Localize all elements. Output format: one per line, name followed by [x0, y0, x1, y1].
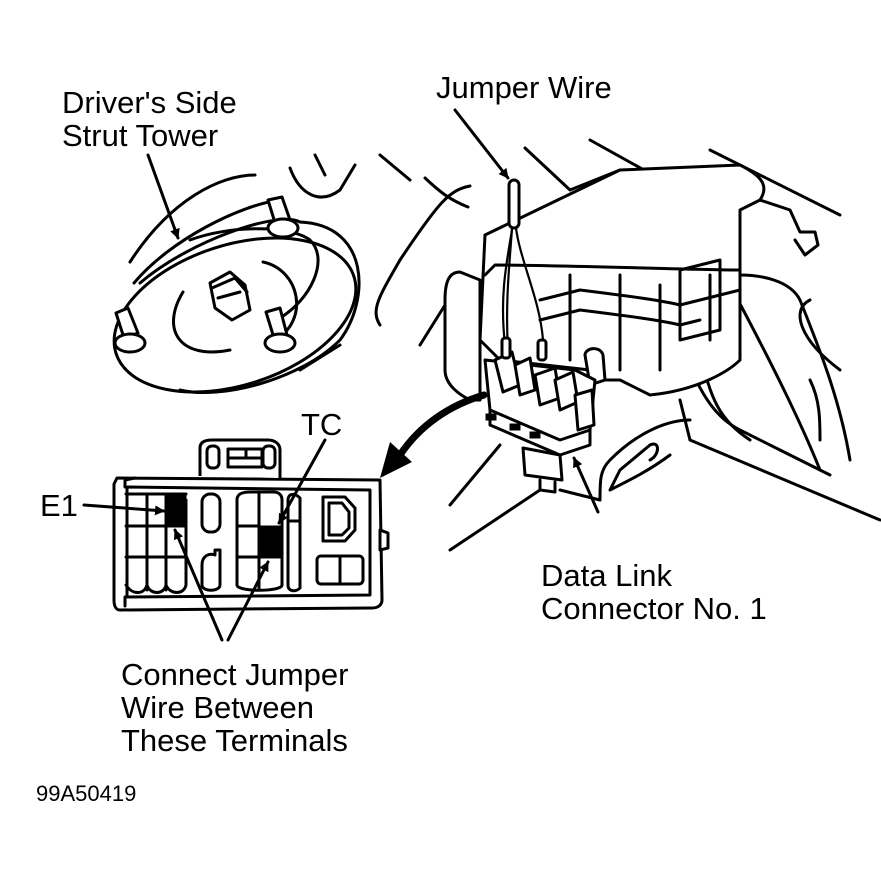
detail-callout-arrow — [380, 391, 488, 478]
strut-tower-label-line2: Strut Tower — [62, 118, 219, 153]
dlc-label-line2: Connector No. 1 — [541, 591, 767, 626]
connector-detail — [112, 438, 390, 612]
instruction-line3: These Terminals — [121, 723, 348, 758]
stud-bolt — [113, 195, 300, 354]
tc-leader-arrow — [277, 438, 327, 525]
instruction-arrow-tc — [226, 560, 270, 642]
e1-leader-arrow — [82, 503, 166, 516]
jumper-wire-label: Jumper Wire — [436, 70, 612, 105]
e1-terminal-highlight — [165, 493, 187, 528]
data-link-connector-installed — [483, 350, 597, 494]
instruction-line1: Connect Jumper — [121, 657, 349, 692]
strut-tower-leader-arrow — [146, 153, 180, 240]
e1-terminal-label: E1 — [40, 488, 78, 523]
strut-tower-illustration — [112, 153, 412, 394]
instruction-arrow-e1 — [173, 528, 224, 642]
strut-tower-label-line1: Driver's Side — [62, 85, 237, 120]
dlc-leader-arrow — [572, 456, 600, 514]
center-nut — [208, 270, 252, 322]
relay-box — [443, 163, 766, 402]
jumper-wire-leader-arrow — [453, 108, 510, 180]
tc-terminal-highlight — [258, 525, 282, 559]
tc-terminal-label: TC — [301, 407, 343, 442]
instruction-line2: Wire Between — [121, 690, 314, 725]
figure-id: 99A50419 — [36, 781, 137, 806]
dlc-label-line1: Data Link — [541, 558, 672, 593]
jumper-wire — [500, 178, 548, 362]
